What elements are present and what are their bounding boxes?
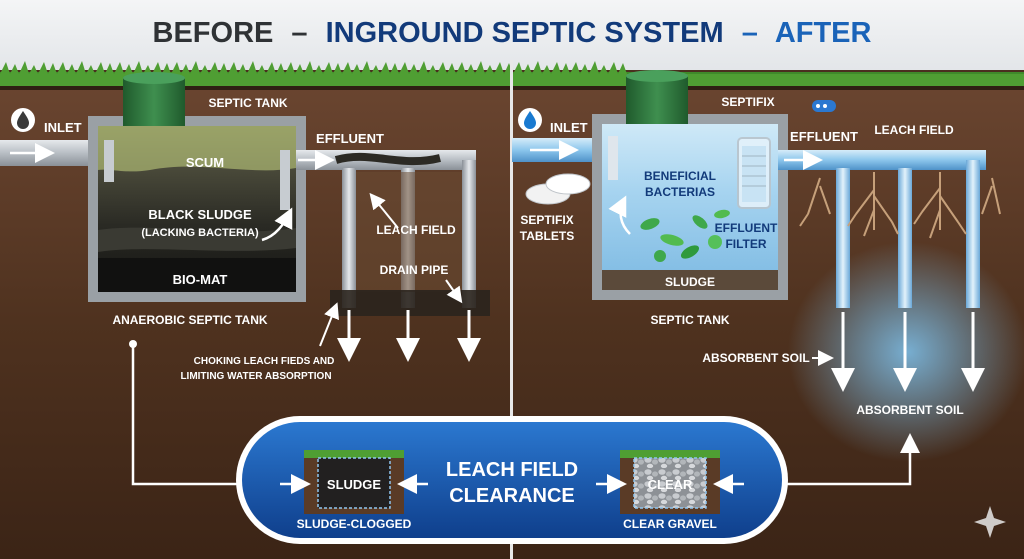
before-bio-mat-layer	[330, 290, 490, 316]
before-connector-line	[131, 344, 240, 486]
after-leach-field-label: LEACH FIELD	[874, 123, 954, 137]
before-choking-line1: CHOKING LEACH FIEDS AND	[194, 356, 335, 367]
after-lid-top	[626, 70, 688, 82]
before-drain-pipe-1	[342, 168, 356, 308]
after-filter-line1: EFFLUENT	[715, 221, 778, 235]
before-choking-pointer-icon	[319, 302, 339, 347]
before-inlet-label: INLET	[44, 120, 82, 135]
after-water-drop-icon	[518, 108, 542, 132]
before-black-sludge-label: BLACK SLUDGE	[148, 207, 252, 222]
before-bio-mat-label: BIO-MAT	[173, 272, 228, 287]
center-divider	[510, 60, 513, 559]
after-inlet-baffle	[608, 136, 618, 180]
capsule-title-line1: LEACH FIELD	[446, 459, 578, 481]
bacteria-icon	[640, 209, 730, 262]
clear-gravel-sample	[620, 450, 720, 514]
before-anaerobic-label: ANAEROBIC SEPTIC TANK	[112, 313, 267, 327]
sludge-clogged-sample	[304, 450, 404, 514]
before-tank-label: SEPTIC TANK	[208, 96, 287, 110]
before-outlet-baffle	[280, 150, 290, 210]
before-scum-label: SCUM	[186, 155, 224, 170]
before-inlet-baffle	[104, 140, 114, 182]
after-bacteria-line1: BENEFICIAL	[644, 169, 716, 183]
before-sludge-flow	[334, 152, 441, 166]
right-sample-caption: CLEAR GRAVEL	[623, 517, 717, 531]
tablet-icon	[525, 173, 591, 205]
after-inlet-label: INLET	[550, 120, 588, 135]
before-tank-lid	[123, 78, 185, 126]
after-effluent-label: EFFLUENT	[790, 129, 858, 144]
left-sample-label: SLUDGE	[327, 477, 382, 492]
before-choking-line2: LIMITING WATER ABSORPTION	[180, 371, 331, 382]
right-sample-label: CLEAR	[648, 477, 693, 492]
before-drain-pipe-label: DRAIN PIPE	[380, 263, 449, 277]
after-drain-pipe-2	[898, 168, 912, 308]
before-water-drop-icon	[11, 108, 35, 132]
before-rise-arrow-icon	[261, 207, 293, 242]
after-drain-pipe-1	[836, 168, 850, 308]
capsule-title-line2: CLEARANCE	[449, 485, 575, 507]
before-leach-trench	[356, 172, 462, 292]
after-brand-label: SEPTIFIX	[721, 95, 774, 109]
after-effluent-pipe	[778, 150, 986, 170]
before-scum-layer	[98, 126, 296, 172]
after-tank-lid	[626, 76, 688, 124]
after-tablets-line2: TABLETS	[520, 229, 574, 243]
after-absorbent-soil-label: ABSORBENT SOIL	[856, 403, 963, 417]
capsule-icon	[812, 100, 836, 112]
before-drain-pointer-icon	[445, 279, 463, 304]
sparkle-icon	[974, 506, 1006, 538]
after-tablets-line1: SEPTIFIX	[520, 213, 573, 227]
before-effluent-label: EFFLUENT	[316, 131, 384, 146]
after-tank-label: SEPTIC TANK	[650, 313, 729, 327]
after-absorbent-soil-arrow-label: ABSORBENT SOIL	[702, 351, 809, 365]
left-sample-caption: SLUDGE-CLOGGED	[297, 517, 412, 531]
after-bacteria-line2: BACTERIAS	[645, 185, 715, 199]
after-sludge-label: SLUDGE	[665, 275, 715, 289]
before-leach-field-label: LEACH FIELD	[376, 223, 456, 237]
before-lid-top	[123, 72, 185, 84]
page-title: BEFORE – INGROUND SEPTIC SYSTEM – AFTER	[153, 17, 872, 49]
before-sludge-band	[98, 227, 296, 252]
before-drain-pipe-3	[462, 160, 476, 308]
before-bio-mat	[98, 258, 296, 292]
after-connector-line	[786, 433, 920, 486]
before-leach-pointer-icon	[369, 192, 399, 229]
after-filter-line2: FILTER	[725, 237, 766, 251]
after-drain-pipe-3	[966, 160, 980, 308]
filter-icon	[737, 137, 771, 209]
after-rise-arrow-icon	[608, 195, 631, 235]
roots-icon	[799, 172, 1001, 239]
before-lacking-bacteria-label: (LACKING BACTERIA)	[141, 227, 259, 239]
header-band	[0, 0, 1024, 70]
after-sludge-layer	[602, 270, 778, 290]
